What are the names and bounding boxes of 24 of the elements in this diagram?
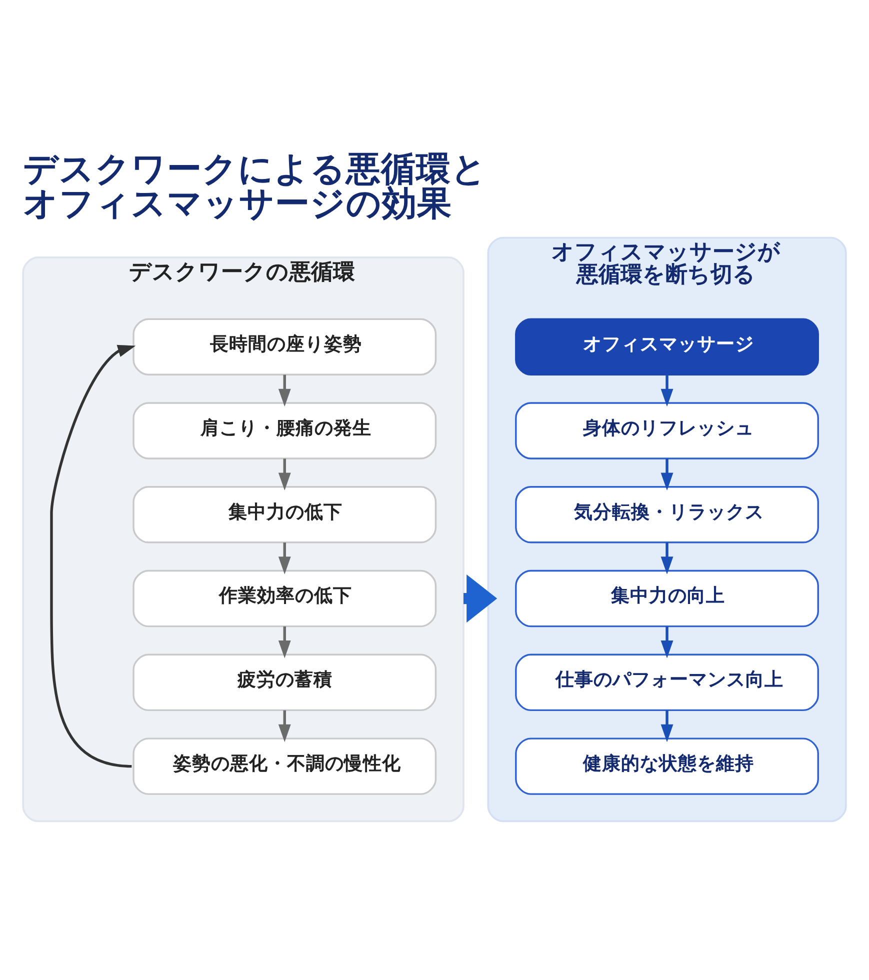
arrow bbox=[50, 344, 136, 768]
arrow bbox=[278, 458, 291, 491]
diagram-title: デスクワークによる悪循環とオフィスマッサージの効果 bbox=[23, 149, 488, 224]
arrow bbox=[278, 710, 291, 742]
node-box: 長時間の座り姿勢 bbox=[132, 318, 437, 376]
arrow bbox=[278, 626, 291, 658]
node-box: 身体のリフレッシュ bbox=[515, 402, 819, 460]
arrow bbox=[660, 710, 674, 742]
node-box: 仕事のパフォーマンス向上 bbox=[515, 654, 819, 712]
arrow bbox=[660, 458, 674, 491]
node-box: 作業効率の低下 bbox=[132, 570, 437, 628]
node-box: 気分転換・リラックス bbox=[515, 486, 819, 544]
arrow bbox=[278, 542, 291, 574]
node-box: 健康的な状態を維持 bbox=[515, 738, 819, 795]
node-box: 集中力の低下 bbox=[132, 486, 437, 544]
arrow bbox=[660, 626, 674, 658]
arrow bbox=[278, 374, 291, 407]
node-box: 集中力の向上 bbox=[515, 570, 819, 628]
arrow bbox=[660, 374, 674, 407]
arrow bbox=[660, 542, 674, 574]
node-box: 姿勢の悪化・不調の慢性化 bbox=[132, 738, 437, 795]
node-box: 肩こり・腰痛の発生 bbox=[132, 402, 437, 460]
node-box: オフィスマッサージ bbox=[515, 318, 819, 376]
node-box: 疲労の蓄積 bbox=[132, 654, 437, 712]
